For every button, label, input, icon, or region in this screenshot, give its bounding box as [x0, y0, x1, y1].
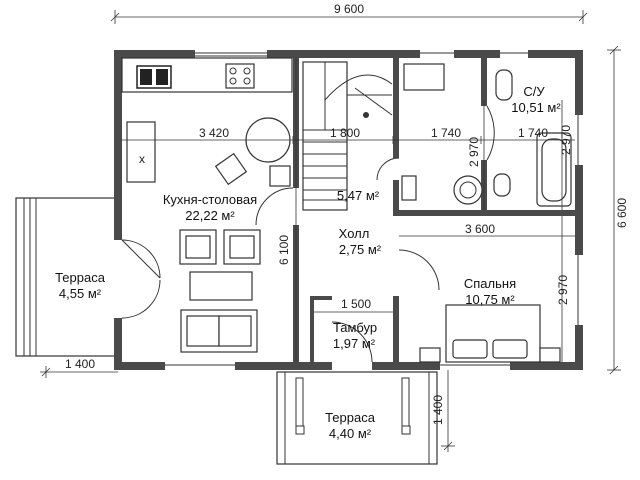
room-bathroom-area: 10,51 м² — [511, 100, 561, 115]
room-terrace-left-area: 4,55 м² — [59, 286, 102, 301]
room-terrace-front-name: Терраса — [325, 410, 376, 425]
svg-text:x: x — [139, 152, 145, 166]
staircase — [302, 61, 393, 211]
dim-vestibule-width: 1 500 — [341, 297, 371, 311]
room-bedroom-name: Спальня — [464, 276, 516, 291]
dim-overall-depth: 6 600 — [615, 198, 629, 228]
dim-stair-span: 1 800 — [330, 126, 360, 140]
room-terrace-front-area: 4,40 м² — [329, 426, 372, 441]
dim-height-bath: 2 970 — [559, 125, 573, 155]
dim-mid-span: 1 740 — [431, 126, 461, 140]
room-vestibule-name: Тамбур — [333, 320, 377, 335]
room-stair-area: 5,47 м² — [337, 188, 380, 203]
room-bedroom-area: 10,75 м² — [465, 292, 515, 307]
room-kitchen-area: 22,22 м² — [185, 208, 235, 223]
dim-terrace-front-depth: 1 400 — [431, 395, 445, 425]
dim-terrace-left-width: 1 400 — [65, 357, 95, 371]
dim-bedroom-width: 3 600 — [465, 222, 495, 236]
bedroom-furniture — [419, 304, 561, 363]
interior-dimension-lines — [122, 58, 575, 362]
dim-hall-depth: 6 100 — [277, 235, 291, 265]
room-hall-name: Холл — [339, 226, 370, 241]
dim-kitchen-span: 3 420 — [199, 126, 229, 140]
kitchen-furniture: x — [121, 57, 293, 353]
room-vestibule-area: 1,97 м² — [333, 336, 376, 351]
room-bathroom-name: С/У — [523, 84, 545, 99]
room-terrace-left-name: Терраса — [55, 270, 106, 285]
terrace-front — [276, 371, 438, 465]
room-kitchen-name: Кухня-столовая — [163, 192, 257, 207]
windows — [114, 50, 583, 370]
dimension-lines — [40, 10, 621, 452]
dim-bedroom-depth: 2 970 — [556, 275, 570, 305]
dim-height-top: 2 970 — [467, 137, 481, 167]
terrace-left — [15, 197, 117, 357]
bathroom-fixtures — [401, 63, 572, 207]
room-hall-area: 2,75 м² — [339, 242, 382, 257]
dim-bath-span: 1 740 — [518, 126, 548, 140]
doors — [121, 105, 495, 363]
dim-overall-width: 9 600 — [334, 2, 364, 16]
